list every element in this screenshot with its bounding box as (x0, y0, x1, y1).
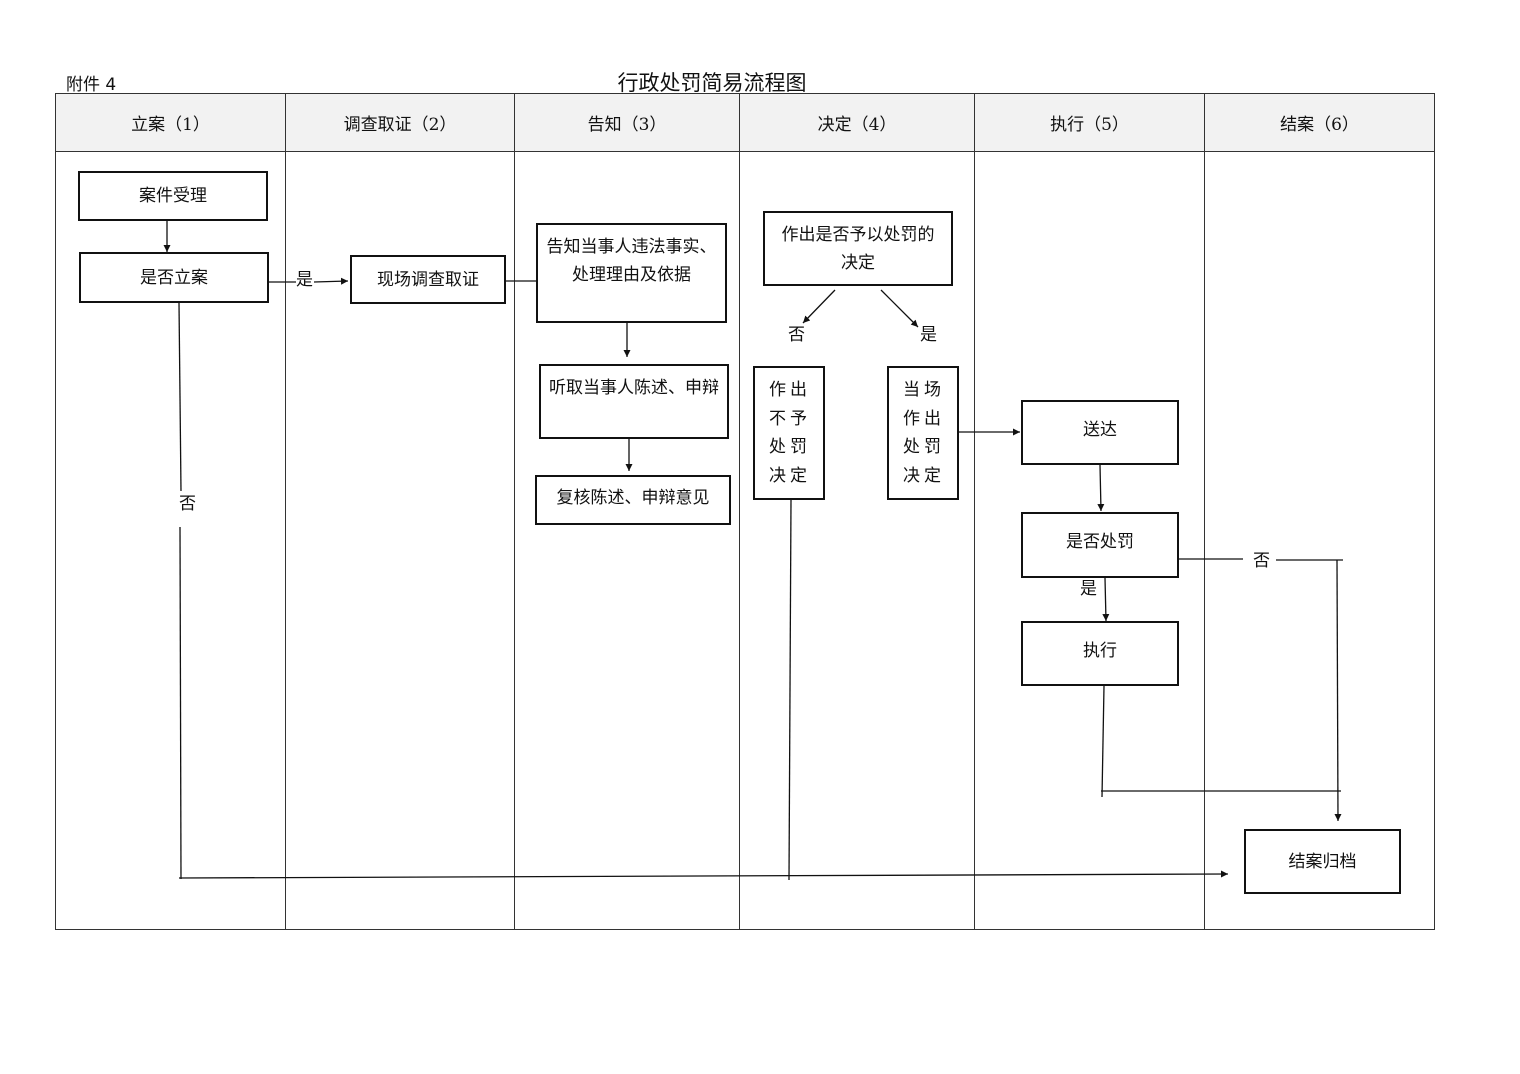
node-penalty-decision: 作出是否予以处罚的决定 (763, 211, 953, 286)
edge-label-decide-yes: 是 (920, 325, 937, 345)
edge-label-decide-no: 否 (788, 325, 805, 345)
lane-header-notify: 告知（3） (515, 94, 739, 151)
node-hear-statement: 听取当事人陈述、申辩 (539, 364, 729, 439)
node-no-penalty: 作出不予处罚决定 (753, 366, 825, 500)
header-divider (55, 151, 1435, 152)
edge-label-register-no: 否 (179, 494, 196, 514)
lane-header-execute: 执行（5） (975, 94, 1204, 151)
node-execute: 执行 (1021, 621, 1179, 686)
lane-divider (1204, 93, 1205, 930)
node-penalize-decision: 是否处罚 (1021, 512, 1179, 578)
edge-label-penalize-yes: 是 (1080, 579, 1097, 599)
lane-divider (739, 93, 740, 930)
line-execute-down (1101, 685, 1105, 798)
node-onsite-penalty: 当场作出处罚决定 (887, 366, 959, 500)
arrow-decide-no (802, 289, 836, 324)
line-register-no-a (178, 302, 182, 492)
line-register-no-b (179, 526, 182, 880)
node-review-opinion: 复核陈述、申辩意见 (535, 475, 731, 525)
lane-divider (514, 93, 515, 930)
node-onsite-investigation: 现场调查取证 (350, 255, 506, 304)
node-notify-party: 告知当事人违法事实、处理理由及依据 (536, 223, 727, 323)
lane-header-register: 立案（1） (56, 94, 285, 151)
line-no-penalty-down (788, 499, 792, 881)
node-close-archive: 结案归档 (1244, 829, 1401, 894)
lane-header-decide: 决定（4） (740, 94, 974, 151)
arrow-penalize-yes (1102, 577, 1110, 622)
lane-divider (285, 93, 286, 930)
edge-label-register-yes: 是 (296, 270, 313, 290)
node-case-accept: 案件受理 (78, 171, 268, 221)
arrow-decide-yes (880, 289, 919, 328)
node-register-decision: 是否立案 (79, 252, 269, 303)
arrow-deliver-to-penalize (1097, 464, 1105, 512)
lane-header-close: 结案（6） (1205, 94, 1434, 151)
page-title: 行政处罚简易流程图 (617, 71, 807, 95)
arrow-register-no-to-close (178, 870, 1229, 879)
lane-divider (974, 93, 975, 930)
node-deliver: 送达 (1021, 400, 1179, 465)
swimlane-grid (55, 93, 1435, 930)
arrow-register-yes (313, 277, 349, 285)
annex-label: 附件 4 (66, 75, 117, 95)
lane-header-investigate: 调查取证（2） (286, 94, 514, 151)
edge-label-penalize-no: 否 (1253, 551, 1270, 571)
arrow-penalize-no-to-close (1334, 559, 1342, 822)
